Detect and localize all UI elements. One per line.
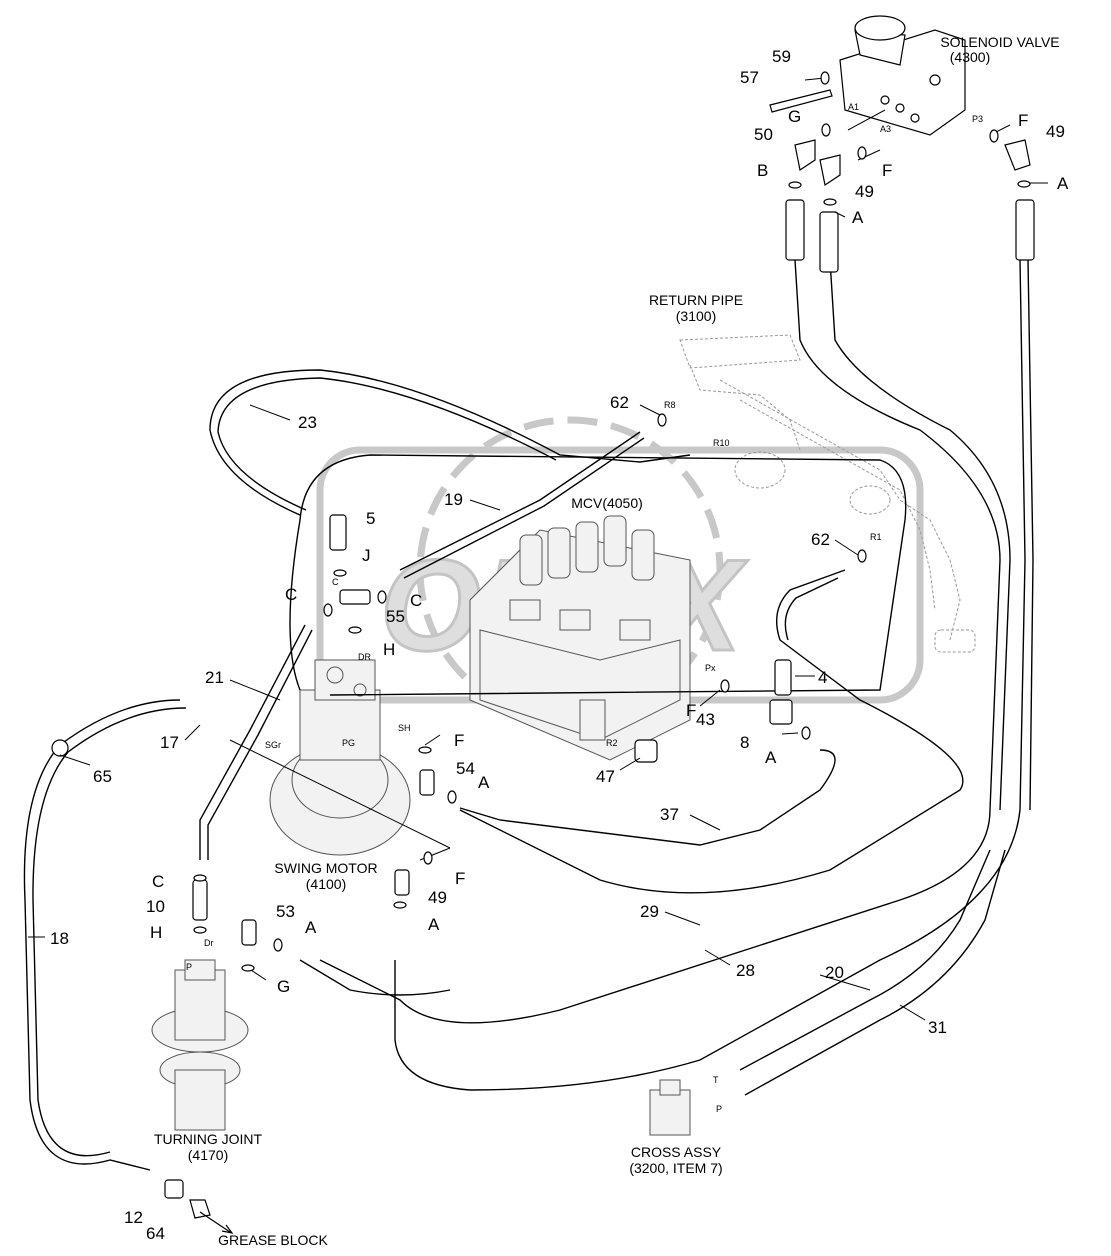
callout-49-sv1: 49 bbox=[1046, 122, 1065, 141]
cross-assy-code: (3200, ITEM 7) bbox=[629, 1160, 722, 1176]
port-dr-joint: Dr bbox=[204, 938, 214, 948]
callout-19: 19 bbox=[444, 490, 463, 509]
callout-59: 59 bbox=[772, 47, 791, 66]
port-c: C bbox=[332, 577, 339, 587]
turning-joint-code: (4170) bbox=[188, 1147, 228, 1163]
grease-block-label: GREASE BLOCK bbox=[218, 1232, 328, 1248]
port-pg: PG bbox=[342, 738, 355, 748]
swing-motor-drawing bbox=[269, 659, 411, 856]
callout-j: J bbox=[362, 546, 371, 565]
fittings bbox=[51, 89, 1035, 1219]
callout-31: 31 bbox=[928, 1018, 947, 1037]
callout-f-sv1: F bbox=[1018, 111, 1028, 130]
callout-54: 54 bbox=[456, 759, 475, 778]
port-p-joint: P bbox=[186, 962, 192, 972]
callout-18: 18 bbox=[50, 929, 69, 948]
callout-10: 10 bbox=[146, 897, 165, 916]
callout-43: 43 bbox=[696, 710, 715, 729]
callout-49-sv2: 49 bbox=[855, 182, 874, 201]
port-sgr: SGr bbox=[265, 740, 281, 750]
callout-g-top: G bbox=[788, 107, 801, 126]
solenoid-valve-drawing bbox=[839, 15, 966, 136]
callout-53: 53 bbox=[276, 902, 295, 921]
callout-h-low: H bbox=[150, 923, 162, 942]
swing-motor-label: SWING MOTOR bbox=[274, 860, 377, 876]
mcv-drawing bbox=[469, 515, 691, 761]
callout-a-mcv: A bbox=[765, 748, 777, 767]
o-rings bbox=[193, 71, 1031, 972]
port-r8: R8 bbox=[664, 400, 676, 410]
callout-57: 57 bbox=[740, 68, 759, 87]
callout-28: 28 bbox=[736, 961, 755, 980]
callout-c-right: C bbox=[410, 591, 422, 610]
port-px: Px bbox=[705, 663, 716, 673]
callout-20: 20 bbox=[825, 963, 844, 982]
callout-h-top: H bbox=[383, 640, 395, 659]
callout-5: 5 bbox=[366, 509, 375, 528]
callout-55: 55 bbox=[386, 607, 405, 626]
callout-47: 47 bbox=[596, 767, 615, 786]
port-r1: R1 bbox=[870, 532, 882, 542]
callout-a-motor: A bbox=[478, 773, 490, 792]
callout-b: B bbox=[757, 161, 768, 180]
solenoid-valve-label: SOLENOID VALVE bbox=[940, 34, 1059, 50]
callout-8: 8 bbox=[740, 733, 749, 752]
callout-62-right: 62 bbox=[811, 530, 830, 549]
callout-a-sv1: A bbox=[1057, 174, 1069, 193]
mcv-label: MCV(4050) bbox=[571, 495, 643, 511]
callout-f-49: F bbox=[455, 869, 465, 888]
cross-assy-label: CROSS ASSY bbox=[631, 1144, 722, 1160]
callout-c-low: C bbox=[152, 872, 164, 891]
turning-joint-drawing bbox=[151, 959, 249, 1131]
port-r2: R2 bbox=[606, 738, 618, 748]
port-p-cross: P bbox=[716, 1104, 722, 1114]
callout-c-left: C bbox=[285, 585, 297, 604]
callout-64: 64 bbox=[146, 1224, 165, 1243]
leader-lines bbox=[28, 77, 1048, 1021]
callout-29: 29 bbox=[640, 902, 659, 921]
callout-f-mcv: F bbox=[686, 701, 696, 720]
hose-lines bbox=[23, 259, 1034, 1171]
callout-a-49: A bbox=[428, 915, 440, 934]
callout-65: 65 bbox=[93, 767, 112, 786]
callout-labels: 59 57 G 50 B F 49 A F 49 A 62 23 19 5 J … bbox=[50, 47, 1069, 1243]
return-pipe-label: RETURN PIPE bbox=[649, 292, 743, 308]
port-dr-motor: DR bbox=[358, 652, 371, 662]
cross-assy-drawing bbox=[649, 1079, 691, 1136]
callout-a-sv2: A bbox=[852, 208, 864, 227]
port-t-cross: T bbox=[713, 1075, 719, 1085]
callout-g-low: G bbox=[277, 977, 290, 996]
component-labels: SOLENOID VALVE (4300) RETURN PIPE (3100)… bbox=[154, 34, 1060, 1248]
callout-f-motor: F bbox=[454, 731, 464, 750]
swing-motor-code: (4100) bbox=[306, 876, 346, 892]
callout-49-low: 49 bbox=[428, 888, 447, 907]
port-sh: SH bbox=[398, 723, 411, 733]
callout-f-sv2: F bbox=[882, 161, 892, 180]
grease-block-arrow bbox=[199, 1211, 234, 1234]
callout-12: 12 bbox=[124, 1208, 143, 1227]
callout-17: 17 bbox=[160, 733, 179, 752]
callout-4: 4 bbox=[818, 668, 827, 687]
solenoid-valve-code: (4300) bbox=[950, 49, 990, 65]
port-r10: R10 bbox=[713, 438, 730, 448]
return-pipe-code: (3100) bbox=[676, 308, 716, 324]
callout-62-top: 62 bbox=[610, 393, 629, 412]
port-a3: A3 bbox=[880, 124, 891, 134]
callout-37: 37 bbox=[660, 805, 679, 824]
port-p3: P3 bbox=[972, 114, 983, 124]
callout-23: 23 bbox=[298, 413, 317, 432]
callout-21: 21 bbox=[205, 668, 224, 687]
callout-50: 50 bbox=[754, 125, 773, 144]
turning-joint-label: TURNING JOINT bbox=[154, 1131, 263, 1147]
callout-a-53: A bbox=[305, 918, 317, 937]
port-a1: A1 bbox=[848, 102, 859, 112]
port-labels: A1 A3 P3 R8 R10 R1 Px R2 C DR SGr PG SH … bbox=[186, 102, 983, 1114]
